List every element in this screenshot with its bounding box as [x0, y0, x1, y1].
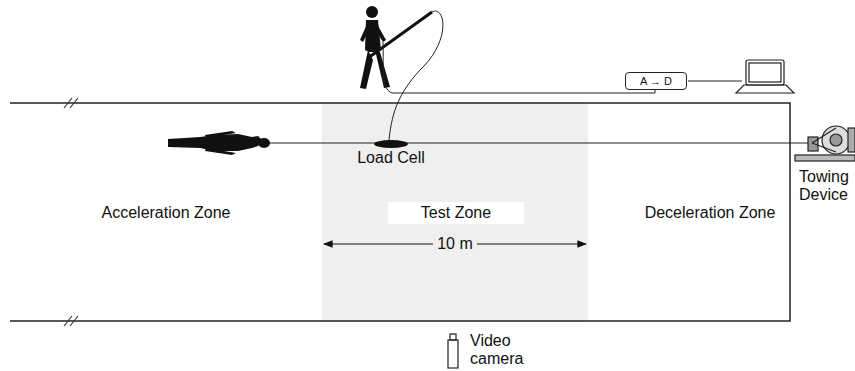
break-mark — [64, 98, 78, 326]
node-text: Test Zone — [421, 204, 491, 222]
device-label: Towing Device — [799, 168, 853, 205]
camera-label: Video camera — [470, 332, 530, 369]
test-zone-label-box: Test Zone — [388, 202, 524, 224]
towing-device — [795, 126, 855, 161]
load-cell-symbol — [373, 139, 409, 149]
swimmer — [168, 131, 270, 155]
operator-figure — [360, 6, 655, 140]
node-text: A → D — [640, 75, 672, 88]
tow-line — [268, 142, 812, 143]
data-wire — [688, 81, 742, 82]
zone-label: Acceleration Zone — [102, 204, 231, 222]
pool-outline — [10, 103, 790, 321]
camera-icon — [448, 334, 458, 368]
test-zone-band — [322, 103, 588, 321]
load-cell: Load Cell — [355, 139, 427, 167]
dimension-label: 10 m — [433, 235, 477, 253]
node-text: Load Cell — [355, 149, 427, 167]
converter-box: A → D — [625, 72, 687, 90]
laptop-icon — [736, 60, 794, 93]
zone-label: Deceleration Zone — [645, 204, 776, 222]
